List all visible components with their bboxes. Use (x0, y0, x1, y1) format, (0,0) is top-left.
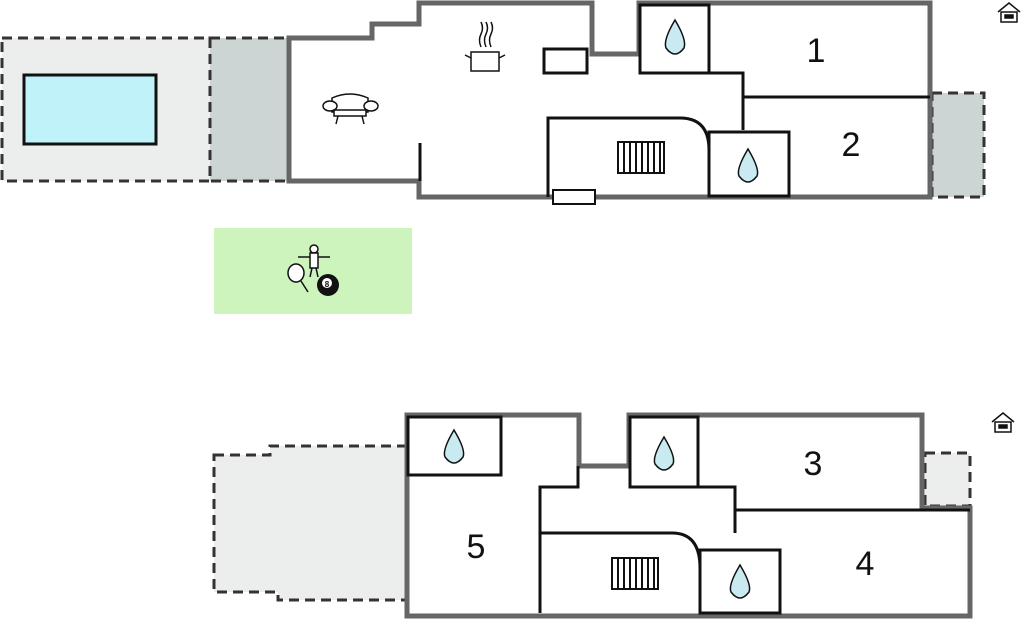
swimming-pool-icon (22, 73, 158, 146)
upper-floor-outer-wall (404, 412, 973, 619)
upper-terrace-left (212, 444, 409, 602)
ground-floor-outer-wall (286, 0, 933, 200)
table-football-icon (298, 244, 330, 278)
kitchen-counter (542, 47, 589, 75)
cooking-pot-icon (464, 21, 506, 72)
house-entrance-icon (997, 2, 1021, 23)
stairs-icon (617, 141, 665, 174)
stairs-icon (611, 557, 659, 590)
hall-wall (538, 466, 580, 613)
hall-wall-right (698, 485, 737, 533)
billiard-ball-number: 8 (325, 280, 330, 289)
games-area: 8 (214, 228, 412, 314)
room-label: 2 (842, 126, 861, 164)
bedroom-wall-a (709, 71, 930, 99)
ground-floor-inner-walls (418, 3, 930, 198)
water-drop-icon (729, 563, 751, 599)
covered-terrace-left (208, 36, 290, 183)
house-entrance-icon (991, 412, 1015, 433)
ground-floor: 1 2 (0, 0, 1021, 205)
water-drop-icon (737, 147, 759, 183)
water-drop-icon (664, 18, 686, 55)
garden-games-area (214, 228, 412, 314)
upper-terrace-right (923, 451, 972, 508)
room-label: 1 (807, 32, 826, 70)
water-drop-icon (653, 435, 675, 471)
room-label: 4 (856, 545, 875, 583)
table-tennis-icon (287, 263, 309, 293)
covered-terrace-right (930, 91, 986, 199)
entrance-threshold (552, 189, 596, 205)
room-label: 5 (467, 528, 486, 566)
upper-floor: 3 4 5 (212, 412, 1015, 619)
water-drop-icon (443, 428, 465, 464)
room-label: 3 (804, 445, 823, 483)
billiard-ball-icon: 8 (317, 274, 339, 296)
sofa-icon (322, 93, 379, 125)
